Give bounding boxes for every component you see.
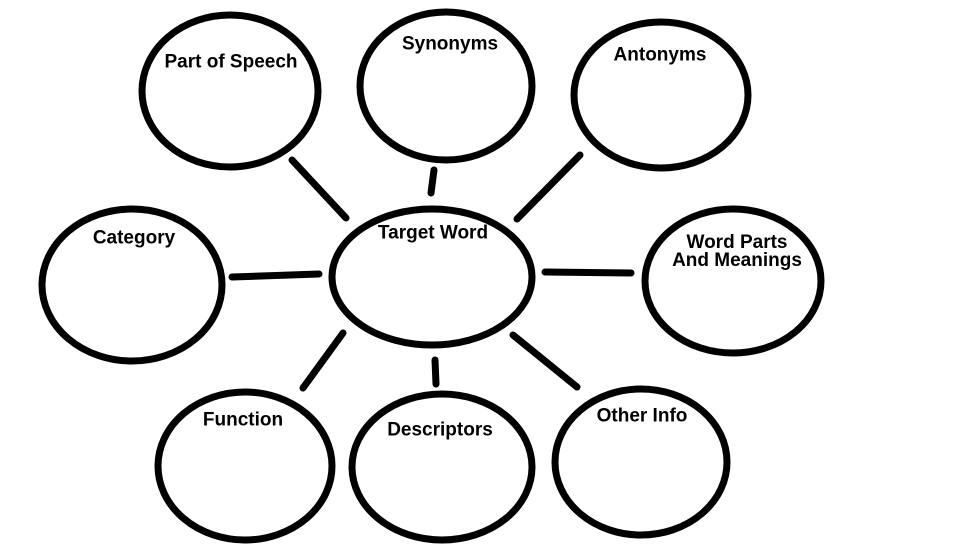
node-ellipse-descriptors: [348, 390, 536, 544]
node-ellipse-synonyms: [356, 8, 536, 164]
node-label-line: And Meanings: [672, 250, 802, 271]
node-ellipse-antonyms: [570, 18, 752, 172]
node-label-other-info: Other Info: [596, 405, 688, 427]
connector-antonyms: [513, 151, 584, 223]
connector-part-of-speech: [288, 156, 350, 222]
connector-other-info: [509, 331, 581, 391]
node-label-word-parts-and-meanings: Word Parts And Meanings: [672, 232, 802, 271]
node-ellipse-other-info: [551, 385, 731, 539]
node-ellipse-function: [154, 388, 336, 544]
node-ellipse-word-parts-and-meanings: [641, 205, 825, 357]
connector-function: [299, 329, 347, 392]
node-label-line: Word Parts: [686, 232, 788, 253]
node-ellipse-target-word: [328, 205, 536, 349]
node-ellipse-category: [38, 205, 226, 365]
connector-category: [228, 270, 323, 281]
connector-synonyms: [427, 166, 438, 197]
node-label-part-of-speech: Part of Speech: [164, 51, 298, 73]
connector-word-parts: [541, 268, 635, 277]
connector-descriptors: [431, 356, 440, 388]
node-ellipse-part-of-speech: [138, 11, 322, 171]
node-label-antonyms: Antonyms: [613, 44, 707, 66]
node-label-target-word: Target Word: [377, 222, 489, 244]
node-label-function: Function: [202, 409, 284, 431]
node-label-synonyms: Synonyms: [401, 33, 499, 55]
node-label-category: Category: [92, 227, 176, 249]
node-label-descriptors: Descriptors: [387, 419, 493, 441]
